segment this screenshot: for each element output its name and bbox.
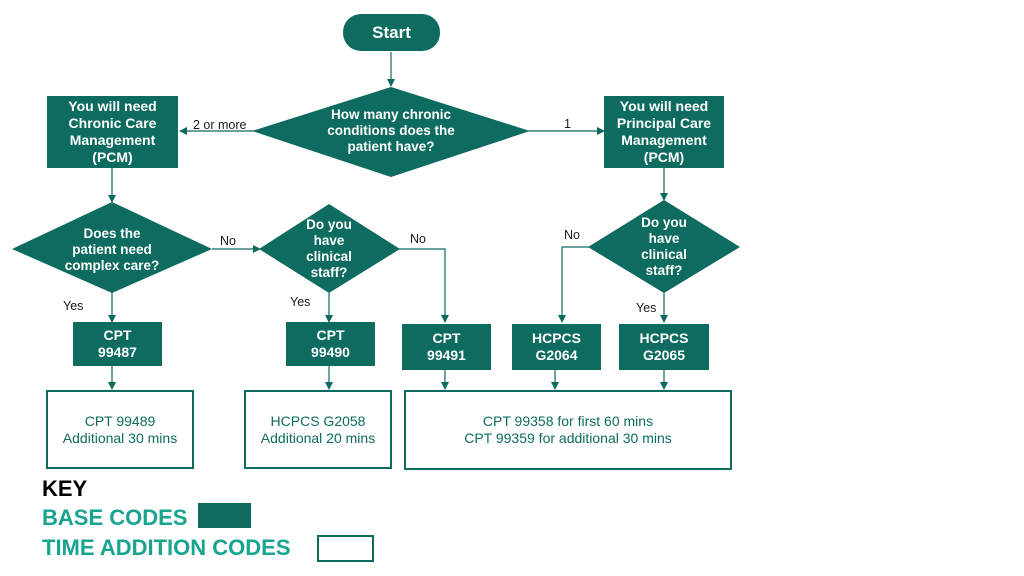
pcm-box: You will need Principal Care Management … <box>604 96 724 168</box>
question-staff-right-label: Do you have clinical staff? <box>641 215 687 278</box>
edge-label-no-staff-right: No <box>564 228 580 242</box>
edge-label-no-complex: No <box>220 234 236 248</box>
base-code-g2064-label: HCPCS G2064 <box>531 330 581 363</box>
question-staff-left-label: Do you have clinical staff? <box>306 217 352 280</box>
question-staff-right-text: Do you have clinical staff? <box>634 212 694 282</box>
time-code-g2058-line1: HCPCS G2058 <box>270 412 366 429</box>
question-chronic-text: How many chronic conditions does the pat… <box>318 104 464 158</box>
key-title: KEY <box>42 476 88 501</box>
base-code-99487-label: CPT 99487 <box>98 327 137 360</box>
time-code-99358-99359: CPT 99358 for first 60 mins CPT 99359 fo… <box>404 390 732 470</box>
base-code-99487: CPT 99487 <box>73 322 162 366</box>
edge-staff-g2064 <box>558 246 590 323</box>
diamond-clinical-staff-right <box>588 200 740 293</box>
edge-label-yes-staff-left: Yes <box>290 295 311 309</box>
time-code-g2058: HCPCS G2058 Additional 20 mins <box>244 390 392 469</box>
ccm-box: You will need Chronic Care Management (P… <box>47 96 178 168</box>
edge-label-two-or-more: 2 or more <box>193 118 247 132</box>
question-complex-label: Does the patient need complex care? <box>64 226 160 273</box>
time-code-g2058-line2: Additional 20 mins <box>260 429 376 446</box>
edge-staff-99491 <box>398 248 449 323</box>
time-code-99489-line2: Additional 30 mins <box>62 429 178 446</box>
edge-label-yes-staff-right: Yes <box>636 301 657 315</box>
edge-label-yes-complex: Yes <box>63 299 84 313</box>
edge-label-no-staff-left: No <box>410 232 426 246</box>
start-node: Start <box>343 14 440 51</box>
question-staff-left-text: Do you have clinical staff? <box>299 214 359 284</box>
ccm-label: You will need Chronic Care Management (P… <box>68 98 157 165</box>
question-complex-text: Does the patient need complex care? <box>62 215 162 285</box>
time-code-99359-line: CPT 99359 for additional 30 mins <box>464 430 672 446</box>
diamond-clinical-staff-left <box>259 204 400 293</box>
base-code-g2064: HCPCS G2064 <box>512 324 601 370</box>
base-code-99490-label: CPT 99490 <box>311 327 350 360</box>
time-code-99489: CPT 99489 Additional 30 mins <box>46 390 194 469</box>
time-code-99358-line: CPT 99358 for first 60 mins <box>482 413 654 429</box>
base-code-g2065-label: HCPCS G2065 <box>639 330 689 363</box>
pcm-label: You will need Principal Care Management … <box>616 98 712 165</box>
base-code-99490: CPT 99490 <box>286 322 375 366</box>
base-code-99491: CPT 99491 <box>402 324 491 370</box>
base-code-99491-label: CPT 99491 <box>427 330 466 363</box>
question-chronic-label: How many chronic conditions does the pat… <box>327 107 455 154</box>
key-base-codes-label: BASE CODES <box>42 505 188 530</box>
time-code-99489-line1: CPT 99489 <box>84 412 156 429</box>
key-time-addition-label: TIME ADDITION CODES <box>42 535 291 560</box>
diamond-chronic-conditions <box>252 87 530 177</box>
base-code-g2065: HCPCS G2065 <box>619 324 709 370</box>
key-time-addition-swatch <box>317 535 374 562</box>
key-base-codes-swatch <box>198 503 251 528</box>
edge-label-one: 1 <box>564 117 571 131</box>
start-label: Start <box>372 23 411 42</box>
diamond-complex-care <box>12 202 212 293</box>
